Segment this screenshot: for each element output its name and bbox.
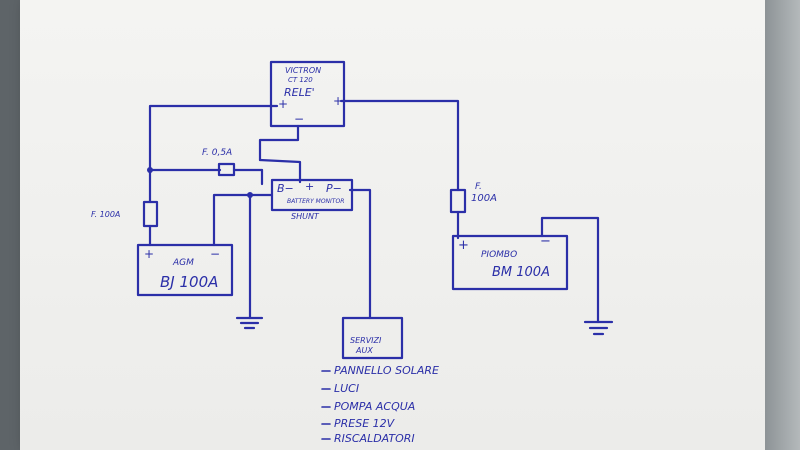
victron-minus: − (294, 112, 305, 126)
aux-list-item: POMPA ACQUA (334, 400, 416, 413)
battery-agm-minus: − (210, 247, 221, 261)
battery-lead-minus: − (540, 234, 551, 249)
fuse-left-label: F. 100A (91, 210, 121, 219)
fuse-right-label-line1: F. (475, 182, 482, 192)
ground-symbol-right (583, 320, 614, 336)
battery-agm-box (136, 243, 234, 297)
victron-plus-right: + (333, 94, 344, 108)
fuse-right-label-line2: 100A (471, 193, 497, 204)
wire-shunt-to-aux (348, 188, 372, 320)
wire-agm-minus (212, 193, 274, 247)
wire-relay-minus (258, 124, 300, 162)
aux-list-item: PANNELLO SOLARE (334, 364, 439, 377)
wire-lead-minus-ground (540, 216, 600, 324)
shunt-b-minus: B− (277, 182, 294, 195)
battery-lead-box (451, 234, 569, 291)
fuse-right-symbol (449, 188, 467, 214)
shunt-plus: + (305, 180, 315, 193)
aux-list-dashes (321, 370, 331, 440)
shunt-box (270, 178, 354, 212)
aux-list-item: RISCALDATORI (334, 432, 415, 445)
wire-to-shunt-plus (258, 158, 302, 184)
shunt-p-minus: P− (326, 182, 342, 195)
victron-label-line1: VICTRON (285, 66, 322, 75)
aux-services-box (341, 316, 404, 360)
fuse-small-symbol (217, 162, 236, 177)
wire-relay-right (339, 99, 460, 192)
aux-list-item: PRESE 12V (334, 417, 395, 430)
battery-lead-plus: + (458, 238, 469, 253)
shunt-name: SHUNT (291, 212, 319, 221)
aux-list-item: LUCI (334, 382, 360, 395)
battery-agm-type: AGM (173, 258, 194, 268)
victron-plus-left: + (278, 97, 289, 111)
fuse-left-symbol (142, 200, 159, 228)
junction-dot (147, 167, 153, 173)
victron-relay-box (269, 60, 346, 128)
battery-agm-plus: + (144, 247, 155, 261)
ground-symbol-left (235, 316, 264, 330)
aux-label-line2: AUX (356, 346, 373, 355)
shunt-subtitle: BATTERY MONITOR (287, 198, 345, 205)
victron-label-line3: RELE' (284, 86, 315, 99)
wire-relay-left (148, 104, 279, 172)
background-surface (765, 0, 800, 450)
fuse-small-label: F. 0,5A (202, 148, 233, 158)
battery-lead-name: BM 100A (492, 265, 550, 280)
battery-lead-type: PIOMBO (481, 250, 518, 260)
aux-label-line1: SERVIZI (350, 336, 382, 345)
battery-agm-name: BJ 100A (160, 273, 219, 291)
victron-label-line2: CT 120 (288, 76, 313, 84)
